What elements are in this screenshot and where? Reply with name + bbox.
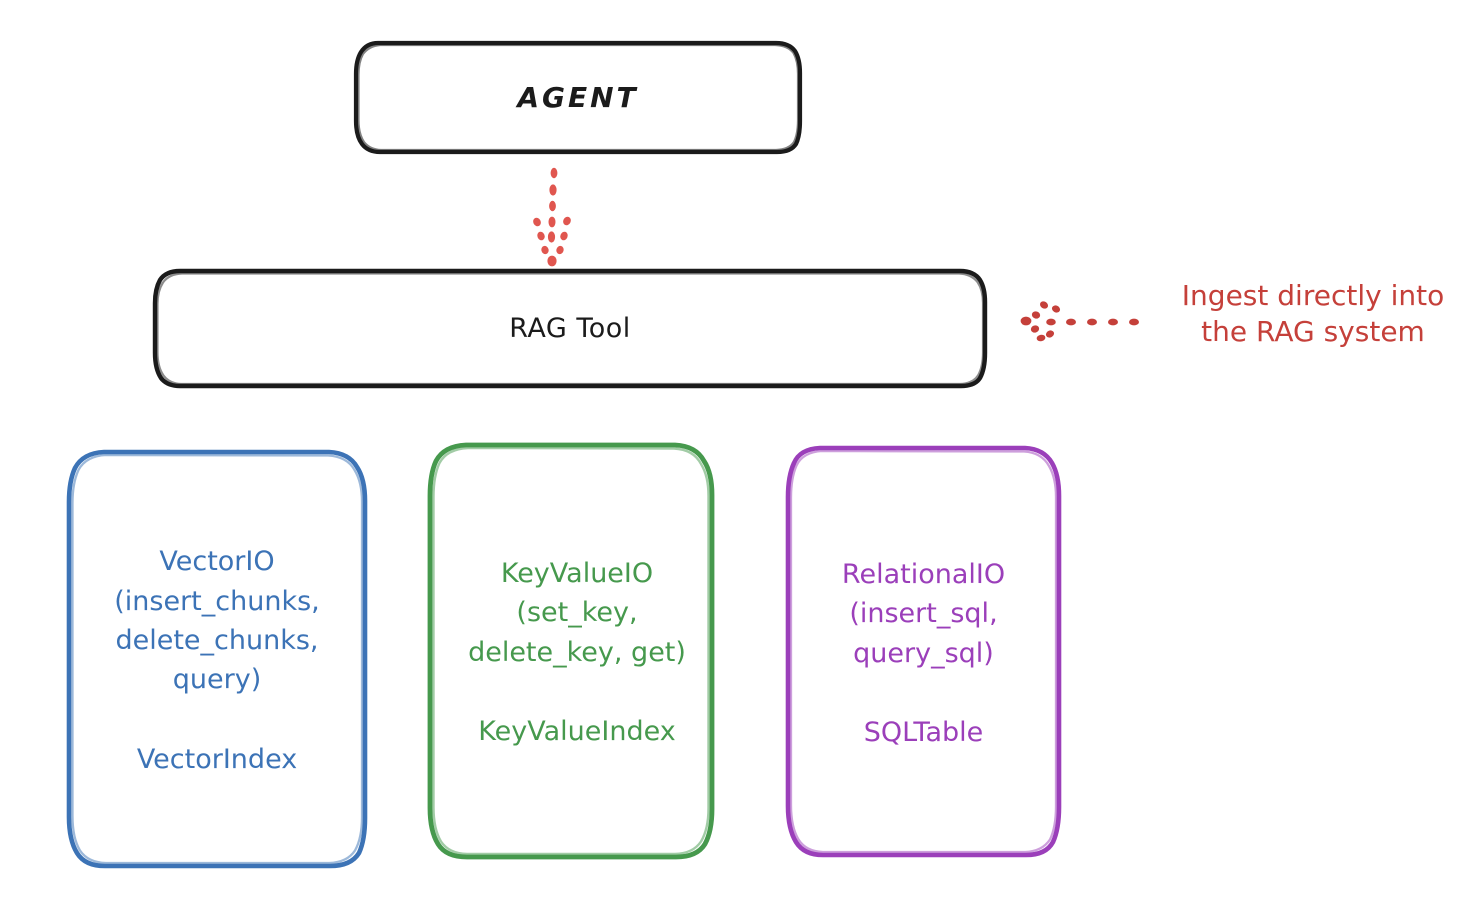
vector-store-api-label: VectorIO (insert_chunks, delete_chunks, … bbox=[114, 546, 320, 696]
agent-box-outline bbox=[353, 40, 803, 155]
vector-store-content: VectorIO (insert_chunks, delete_chunks, … bbox=[69, 542, 365, 775]
keyvalue-store-content: KeyValueIO (set_key, delete_key, get) Ke… bbox=[429, 554, 725, 747]
node-relational-store[interactable]: RelationalIO (insert_sql, query_sql) SQL… bbox=[788, 447, 1059, 856]
agent-to-rag-arrow bbox=[530, 158, 582, 263]
node-rag-tool-label: RAG Tool bbox=[509, 312, 631, 344]
ingest-dotted-arrow bbox=[1020, 301, 1139, 342]
node-vector-store[interactable]: VectorIO (insert_chunks, delete_chunks, … bbox=[69, 450, 365, 867]
keyvalue-store-box-outline bbox=[427, 442, 715, 860]
relational-store-content: RelationalIO (insert_sql, query_sql) SQL… bbox=[788, 555, 1059, 748]
keyvalue-store-api-label: KeyValueIO (set_key, delete_key, get) bbox=[468, 557, 686, 668]
node-agent[interactable]: AGENT bbox=[356, 42, 800, 152]
relational-store-api-label: RelationalIO (insert_sql, query_sql) bbox=[841, 558, 1006, 669]
node-keyvalue-store[interactable]: KeyValueIO (set_key, delete_key, get) Ke… bbox=[429, 444, 725, 857]
ingest-arrow bbox=[1018, 300, 1142, 346]
vector-store-index-label: VectorIndex bbox=[136, 743, 298, 775]
relational-store-index-label: SQLTable bbox=[863, 717, 984, 749]
node-rag-tool[interactable]: RAG Tool bbox=[155, 270, 985, 386]
ingest-annotation-text: Ingest directly into the RAG system bbox=[1181, 279, 1445, 349]
keyvalue-store-index-label: KeyValueIndex bbox=[478, 716, 676, 748]
vector-store-box-outline bbox=[66, 449, 368, 869]
agent-to-rag-dotted-arrow bbox=[533, 167, 571, 267]
node-agent-label: AGENT bbox=[517, 80, 639, 114]
relational-store-box-outline bbox=[785, 445, 1062, 858]
rag-tool-box-outline bbox=[152, 268, 988, 389]
